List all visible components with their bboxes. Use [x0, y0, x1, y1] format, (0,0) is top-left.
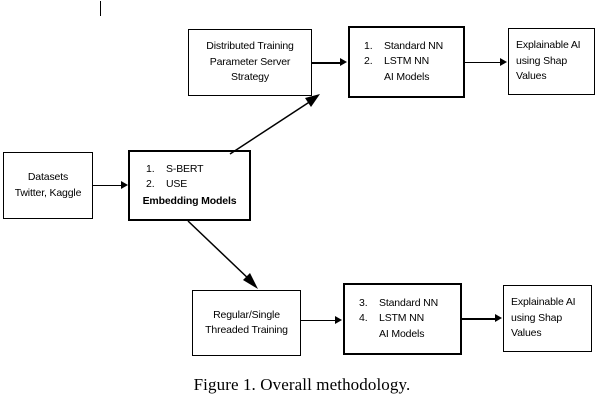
node-ai-models-bottom-item: 3. Standard NN [359, 296, 460, 312]
node-embedding-models-footer: Embedding Models [142, 194, 237, 207]
edge-distributed-to-nn-top-arrowhead-icon [340, 58, 347, 66]
node-explainable-ai-bottom-line-3: Values [511, 327, 542, 340]
node-ai-models-top-item: 2. LSTM NN [364, 54, 463, 70]
node-explainable-ai-top-line-2: using Shap [516, 54, 568, 67]
node-explainable-ai-bottom-line-2: using Shap [511, 311, 563, 324]
item-label: Standard NN [384, 39, 444, 52]
item-label: AI Models [379, 327, 425, 340]
node-datasets[interactable]: Datasets Twitter, Kaggle [3, 152, 93, 219]
edge-datasets-to-embedding [93, 185, 122, 186]
figure-caption: Figure 1. Overall methodology. [193, 375, 411, 394]
item-label: LSTM NN [379, 312, 425, 325]
node-ai-models-bottom-item: 4. LSTM NN [359, 311, 460, 327]
item-label: LSTM NN [384, 55, 430, 68]
item-label: Standard NN [379, 296, 439, 309]
node-datasets-line-2: Twitter, Kaggle [14, 186, 82, 199]
node-ai-models-bottom-item: AI Models [359, 327, 460, 343]
edge-nn-bottom-to-xai-bottom [462, 318, 496, 320]
item-number: 2. [146, 178, 155, 191]
node-ai-models-top[interactable]: 1. Standard NN 2. LSTM NN AI Models [348, 26, 465, 98]
arrowhead-icon [243, 273, 258, 289]
edge-embedding-to-distributed [229, 94, 320, 155]
node-explainable-ai-bottom[interactable]: Explainable AI using Shap Values [503, 285, 592, 352]
edge-distributed-to-nn-top [312, 62, 341, 64]
node-ai-models-bottom[interactable]: 3. Standard NN 4. LSTM NN AI Models [343, 283, 462, 355]
node-embedding-models-item: 1. S-BERT [146, 162, 249, 178]
node-regular-training-line-1: Regular/Single [213, 308, 280, 321]
item-number: 1. [364, 39, 373, 52]
edge-nn-bottom-to-xai-bottom-arrowhead-icon [495, 314, 502, 322]
edge-regular-to-nn-bottom [301, 320, 336, 321]
node-regular-single-threaded-training[interactable]: Regular/Single Threaded Training [192, 290, 301, 356]
item-label: AI Models [384, 70, 430, 83]
node-explainable-ai-top-line-1: Explainable AI [516, 39, 581, 52]
item-number: 2. [364, 55, 373, 68]
node-distributed-training-line-3: Strategy [231, 71, 269, 84]
node-explainable-ai-top[interactable]: Explainable AI using Shap Values [508, 28, 595, 95]
edge-embedding-to-regular [187, 220, 258, 289]
edge-regular-to-nn-bottom-arrowhead-icon [335, 316, 342, 324]
node-embedding-models-list: 1. S-BERT 2. USE [130, 162, 249, 193]
node-embedding-models-item: 2. USE [146, 177, 249, 193]
node-ai-models-bottom-list: 3. Standard NN 4. LSTM NN AI Models [345, 296, 460, 343]
item-label: USE [166, 178, 188, 191]
node-distributed-training-line-1: Distributed Training [206, 40, 294, 53]
node-explainable-ai-bottom-line-1: Explainable AI [511, 296, 576, 309]
node-datasets-line-1: Datasets [27, 171, 69, 183]
item-number: 3. [359, 296, 368, 309]
node-ai-models-top-list: 1. Standard NN 2. LSTM NN AI Models [350, 39, 463, 86]
node-explainable-ai-top-line-3: Values [516, 70, 547, 83]
item-label: S-BERT [166, 162, 204, 175]
edge-datasets-to-embedding-arrowhead-icon [121, 181, 128, 189]
page-margin-tick-icon [100, 1, 101, 16]
item-number: 4. [359, 312, 368, 325]
node-ai-models-top-item: AI Models [364, 70, 463, 86]
edge-nn-top-to-xai-top [465, 62, 501, 63]
item-number: 1. [146, 162, 155, 175]
arrowhead-icon [305, 94, 320, 107]
node-regular-training-line-2: Threaded Training [205, 324, 288, 336]
node-embedding-models[interactable]: 1. S-BERT 2. USE Embedding Models [128, 150, 251, 221]
node-distributed-training[interactable]: Distributed Training Parameter Server St… [188, 29, 312, 96]
edge-nn-top-to-xai-top-arrowhead-icon [500, 58, 507, 66]
node-ai-models-top-item: 1. Standard NN [364, 39, 463, 55]
node-distributed-training-line-2: Parameter Server [209, 55, 291, 68]
